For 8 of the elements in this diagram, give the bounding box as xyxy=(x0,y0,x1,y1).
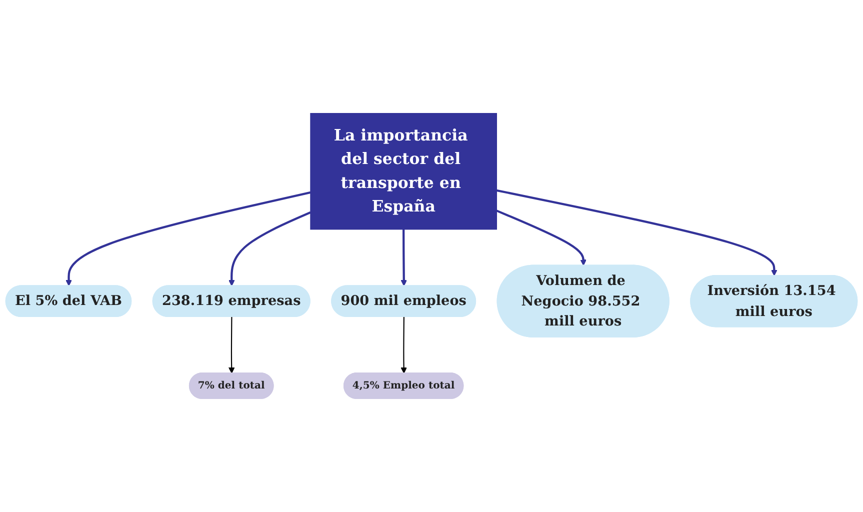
arrow xyxy=(400,229,408,286)
arrow xyxy=(496,210,586,266)
arrow xyxy=(496,189,778,276)
arrow xyxy=(228,211,311,286)
node-box: La importancia del sector del transporte en España xyxy=(310,113,497,230)
arrow xyxy=(66,191,311,286)
arrow xyxy=(228,317,235,374)
arrow xyxy=(400,317,407,374)
